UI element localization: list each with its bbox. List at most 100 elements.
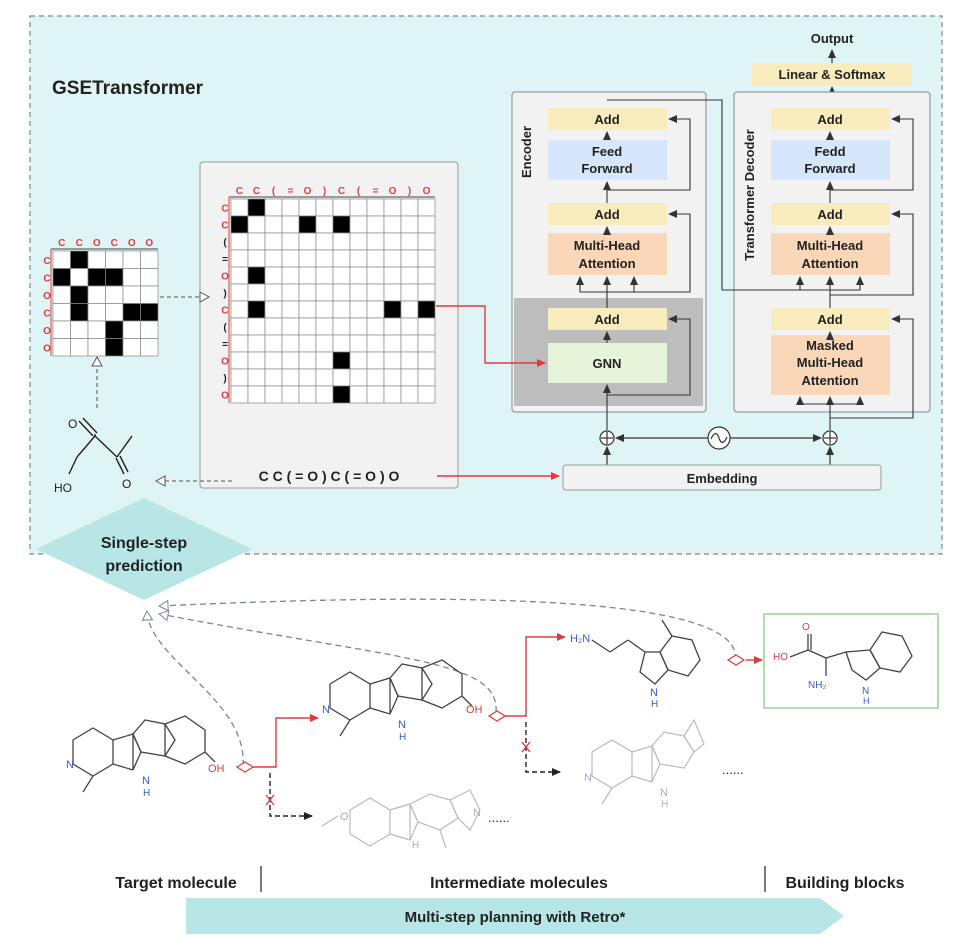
masked-mha (771, 335, 890, 395)
matrix-row-token: O (221, 391, 229, 402)
building-block-box (763, 613, 939, 709)
matrix-cell (87, 285, 106, 304)
matrix-cell (417, 232, 436, 251)
matrix-cell (105, 250, 124, 269)
matrix-cell (349, 198, 368, 217)
matrix-cell (417, 385, 436, 404)
matrix-cell (70, 285, 89, 304)
matrix-cell (247, 368, 266, 387)
matrix-row-token: ( (223, 238, 227, 249)
tryptamine-h2n: H₂N (570, 633, 590, 645)
matrix-cell (417, 249, 436, 268)
encoder-add-gnn-label: Add (594, 312, 619, 327)
matrix-cell (281, 300, 300, 319)
target-h: H (143, 788, 150, 799)
matrix-cell (315, 215, 334, 234)
tryptophan-ho: HO (773, 652, 788, 663)
target-molecule-label: Target molecule (115, 875, 237, 892)
matrix-cell (70, 320, 89, 339)
matrix-cell (281, 232, 300, 251)
matrix-cell (140, 268, 159, 287)
matrix-cell (264, 334, 283, 353)
matrix-cell (298, 351, 317, 370)
matrix-cell (230, 334, 249, 353)
matrix-cell (383, 266, 402, 285)
matrix-cell (122, 268, 141, 287)
matrix-cell (366, 266, 385, 285)
matrix-cell (70, 338, 89, 357)
matrix-cell (400, 368, 419, 387)
matrix-cell (105, 285, 124, 304)
matrix-cell (383, 317, 402, 336)
matrix-cell (417, 317, 436, 336)
matrix-cell (230, 198, 249, 217)
matrix-col-token: ) (408, 186, 411, 197)
matrix-cell (400, 215, 419, 234)
matrix-cell (332, 198, 351, 217)
matrix-cell (264, 300, 283, 319)
matrix-cell (264, 215, 283, 234)
matrix-cell (230, 385, 249, 404)
matrix-cell (52, 268, 71, 287)
pyruvic-o-bottom: O (122, 477, 131, 491)
matrix-cell (366, 232, 385, 251)
matrix-cell (105, 320, 124, 339)
multi-step-label: Multi-step planning with Retro* (405, 909, 626, 926)
matrix-cell (281, 283, 300, 302)
matrix-cell (230, 266, 249, 285)
rejected-molecule-2 (591, 718, 705, 805)
matrix-cell (400, 334, 419, 353)
linear-softmax-label: Linear & Softmax (779, 67, 887, 82)
matrix-cell (315, 232, 334, 251)
matrix-cell (400, 351, 419, 370)
matrix-cell (247, 351, 266, 370)
matrix-row-token: O (221, 272, 229, 283)
matrix-cell (52, 250, 71, 269)
matrix-row-token: O (43, 326, 51, 337)
matrix-cell (349, 232, 368, 251)
matrix-cell (383, 232, 402, 251)
matrix-cell (332, 249, 351, 268)
tryptophan-molecule (789, 631, 913, 681)
linear-softmax-box (752, 63, 912, 85)
matrix-cell (417, 198, 436, 217)
matrix-cell (349, 334, 368, 353)
rejected1-h: H (412, 840, 419, 851)
matrix-cell (332, 283, 351, 302)
matrix-cell (366, 249, 385, 268)
matrix-cell (315, 317, 334, 336)
matrix-cell (298, 232, 317, 251)
intermediate-molecule-1 (329, 659, 473, 737)
target-n: N (66, 759, 74, 771)
single-step-label-1: Single-step (101, 535, 187, 552)
encoder-add-top-label: Add (594, 112, 619, 127)
matrix-cell (400, 198, 419, 217)
matrix-cell (230, 368, 249, 387)
matrix-cell (332, 368, 351, 387)
matrix-cell (332, 215, 351, 234)
decoder-add-top-label: Add (817, 112, 842, 127)
rejected2-nh: N (660, 787, 668, 799)
matrix-cell (417, 334, 436, 353)
matrix-cell (417, 300, 436, 319)
decoder-mha-label-2: Attention (801, 256, 858, 271)
matrix-cell (383, 368, 402, 387)
matrix-cell (315, 351, 334, 370)
matrix-cell (366, 283, 385, 302)
tryptamine-nh: N (650, 687, 658, 699)
building-blocks-label: Building blocks (785, 875, 904, 892)
matrix-cell (140, 285, 159, 304)
matrix-cell (383, 351, 402, 370)
encoder-add-gnn (548, 308, 667, 330)
pyruvic-ho: HO (54, 481, 72, 495)
smiles-string: C C ( = O ) C ( = O ) O (259, 468, 400, 484)
matrix-col-token: ( (357, 186, 361, 197)
matrix-col-token: O (93, 238, 101, 249)
masked-mha-label-1: Masked (806, 338, 854, 353)
matrix-cell (298, 198, 317, 217)
matrix-cell (122, 285, 141, 304)
embedding-label: Embedding (687, 471, 758, 486)
matrix-cell (87, 320, 106, 339)
matrix-row-token: C (43, 273, 50, 284)
matrix-cell (349, 385, 368, 404)
